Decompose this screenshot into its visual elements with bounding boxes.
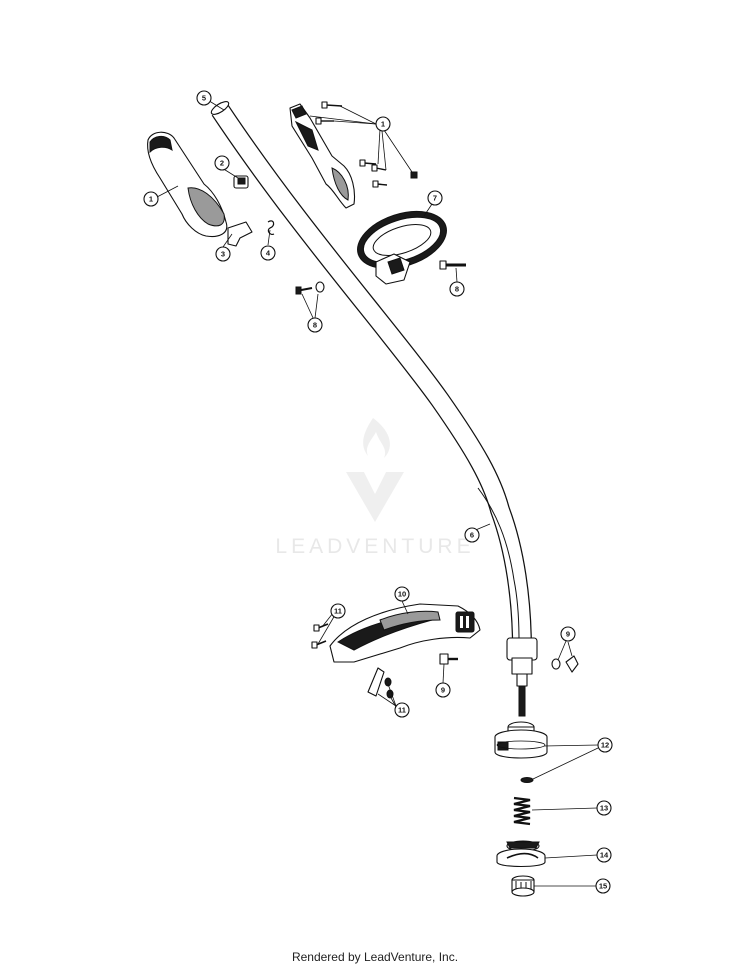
svg-text:11: 11 bbox=[398, 706, 406, 715]
svg-text:1: 1 bbox=[149, 195, 153, 204]
svg-text:13: 13 bbox=[600, 804, 608, 813]
guard-bolt bbox=[439, 653, 458, 665]
svg-text:6: 6 bbox=[470, 531, 474, 540]
svg-text:9: 9 bbox=[441, 686, 445, 695]
handle-housing-left bbox=[147, 131, 228, 238]
callout-8a: 8 bbox=[449, 281, 465, 297]
callout-5: 5 bbox=[196, 90, 212, 106]
bolt-left bbox=[295, 281, 325, 295]
callout-9b: 9 bbox=[435, 682, 451, 698]
spool-housing bbox=[494, 721, 548, 759]
svg-text:3: 3 bbox=[221, 250, 225, 259]
callout-12: 12 bbox=[597, 737, 613, 753]
svg-text:7: 7 bbox=[433, 194, 437, 203]
callout-7: 7 bbox=[427, 190, 443, 206]
spool bbox=[496, 840, 546, 868]
callout-1a: 1 bbox=[143, 191, 159, 207]
callout-13: 13 bbox=[596, 800, 612, 816]
callout-2: 2 bbox=[214, 155, 230, 171]
svg-text:9: 9 bbox=[566, 630, 570, 639]
front-handle bbox=[357, 210, 447, 285]
screws bbox=[315, 101, 418, 188]
washer-wingnut bbox=[551, 655, 579, 673]
shaft bbox=[210, 101, 538, 717]
footer-credit: Rendered by LeadVenture, Inc. bbox=[291, 950, 459, 964]
callout-11b: 11 bbox=[394, 702, 410, 718]
spring-small bbox=[267, 220, 275, 235]
svg-text:15: 15 bbox=[599, 882, 607, 891]
line-cutter-blade bbox=[367, 667, 394, 699]
callout-1b: 1 bbox=[375, 116, 391, 132]
callout-15: 15 bbox=[595, 878, 611, 894]
guard-screws-upper bbox=[311, 623, 329, 649]
svg-text:10: 10 bbox=[398, 590, 406, 599]
housing-nut bbox=[520, 777, 534, 783]
callout-10: 10 bbox=[394, 586, 410, 602]
svg-text:2: 2 bbox=[220, 159, 224, 168]
svg-text:8: 8 bbox=[455, 285, 459, 294]
svg-text:5: 5 bbox=[202, 94, 206, 103]
guard bbox=[329, 603, 481, 663]
svg-text:11: 11 bbox=[334, 607, 342, 616]
handle-housing-right bbox=[289, 103, 356, 209]
svg-text:1: 1 bbox=[381, 120, 385, 129]
svg-text:4: 4 bbox=[266, 249, 271, 258]
callout-8b: 8 bbox=[307, 317, 323, 333]
callout-11a: 11 bbox=[330, 603, 346, 619]
flame-icon bbox=[363, 418, 390, 458]
svg-text:14: 14 bbox=[600, 851, 609, 860]
bump-knob bbox=[511, 875, 535, 897]
watermark-text: LEADVENTURE bbox=[275, 535, 474, 558]
leader-lines bbox=[156, 98, 599, 887]
callout-6: 6 bbox=[464, 527, 480, 543]
callout-3: 3 bbox=[215, 246, 231, 262]
trigger bbox=[227, 221, 253, 247]
svg-text:8: 8 bbox=[313, 321, 317, 330]
switch bbox=[233, 175, 249, 189]
bolt-right bbox=[439, 260, 466, 270]
leadventure-watermark: LEADVENTURE bbox=[275, 418, 474, 558]
svg-text:12: 12 bbox=[601, 741, 609, 750]
spool-spring bbox=[513, 796, 531, 826]
callout-14: 14 bbox=[596, 847, 612, 863]
v-logo-icon bbox=[346, 472, 404, 522]
callout-4: 4 bbox=[260, 245, 276, 261]
callout-9a: 9 bbox=[560, 626, 576, 642]
